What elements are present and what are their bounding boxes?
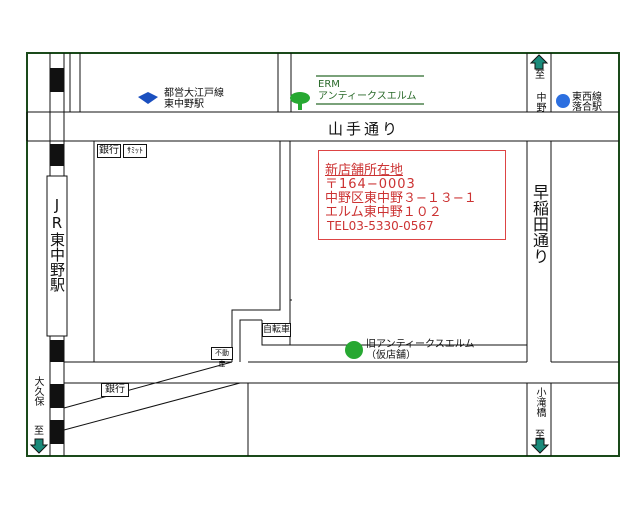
toei-station-name: 東中野駅 bbox=[164, 99, 204, 110]
tozai-station-name: 落合駅 bbox=[572, 102, 602, 113]
tozai-station-label: 東西線 落合駅 bbox=[572, 93, 602, 113]
down-arrow-icon-right bbox=[530, 438, 550, 454]
tozai-station-icon bbox=[556, 94, 570, 108]
new-store-info-box: 新店舗所在地 〒164−0003 中野区東中野３−１３−１ エルム東中野１０２ … bbox=[318, 150, 506, 240]
bank-top-label: 銀行 bbox=[97, 144, 121, 158]
erm-shop-name: アンティークスエルム bbox=[318, 91, 417, 102]
map-frame bbox=[26, 52, 620, 457]
new-store-heading: 新店舗所在地 bbox=[325, 163, 404, 178]
new-store-address2: エルム東中野１０２ bbox=[325, 205, 442, 220]
erm-name: ERM bbox=[318, 79, 340, 90]
new-store-tel: TEL03-5330-0567 bbox=[327, 219, 434, 233]
toei-line-name: 都営大江戸線 bbox=[164, 88, 224, 99]
tozai-line-name: 東西線 bbox=[572, 92, 602, 103]
right-bottom-arrow-label: 至 bbox=[535, 430, 545, 441]
tree-icon bbox=[290, 92, 310, 110]
block-outline bbox=[239, 319, 262, 362]
new-store-address1: 中野区東中野３−１３−１ bbox=[325, 191, 477, 206]
new-store-postal: 〒164−0003 bbox=[325, 177, 416, 192]
bank-bottom-label: 銀行 bbox=[101, 383, 129, 397]
up-arrow-icon bbox=[529, 54, 549, 70]
old-shop-name: 旧アンティークスエルム bbox=[366, 339, 475, 350]
toei-subway-icon bbox=[138, 92, 158, 104]
real-estate-label: 不動産 bbox=[211, 347, 233, 368]
road-waseda-label: 早稲田通り bbox=[530, 184, 549, 264]
erm-label: ERM アンティークスエルム bbox=[318, 79, 417, 103]
road-edge bbox=[63, 361, 233, 409]
direction-top-char: 至 bbox=[535, 70, 545, 81]
direction-top-dest: 中野 bbox=[534, 92, 545, 112]
old-shop-icon bbox=[345, 341, 363, 359]
rail-ties bbox=[50, 68, 64, 444]
road-yamate-label: 山手通り bbox=[328, 120, 401, 138]
summit-label: ｻﾐｯﾄ bbox=[123, 144, 147, 158]
block-outline bbox=[94, 140, 281, 362]
jr-station-label: JR東中野駅 bbox=[48, 196, 66, 292]
toei-station-label: 都営大江戸線 東中野駅 bbox=[164, 88, 224, 110]
left-bottom-arrow-label: 至 bbox=[34, 426, 44, 437]
bicycle-shop-label: 自転車 bbox=[262, 323, 291, 337]
left-bottom-dest: 大久保 bbox=[32, 376, 43, 406]
down-arrow-icon-left bbox=[29, 438, 49, 454]
direction-top-label: 至 bbox=[534, 70, 546, 82]
road-edge bbox=[63, 382, 241, 431]
old-shop-note: （仮店舗） bbox=[366, 350, 416, 361]
right-bottom-dest: 小滝橋 bbox=[534, 387, 545, 417]
jr-station-box bbox=[46, 175, 68, 337]
old-shop-label: 旧アンティークスエルム （仮店舗） bbox=[366, 339, 475, 361]
